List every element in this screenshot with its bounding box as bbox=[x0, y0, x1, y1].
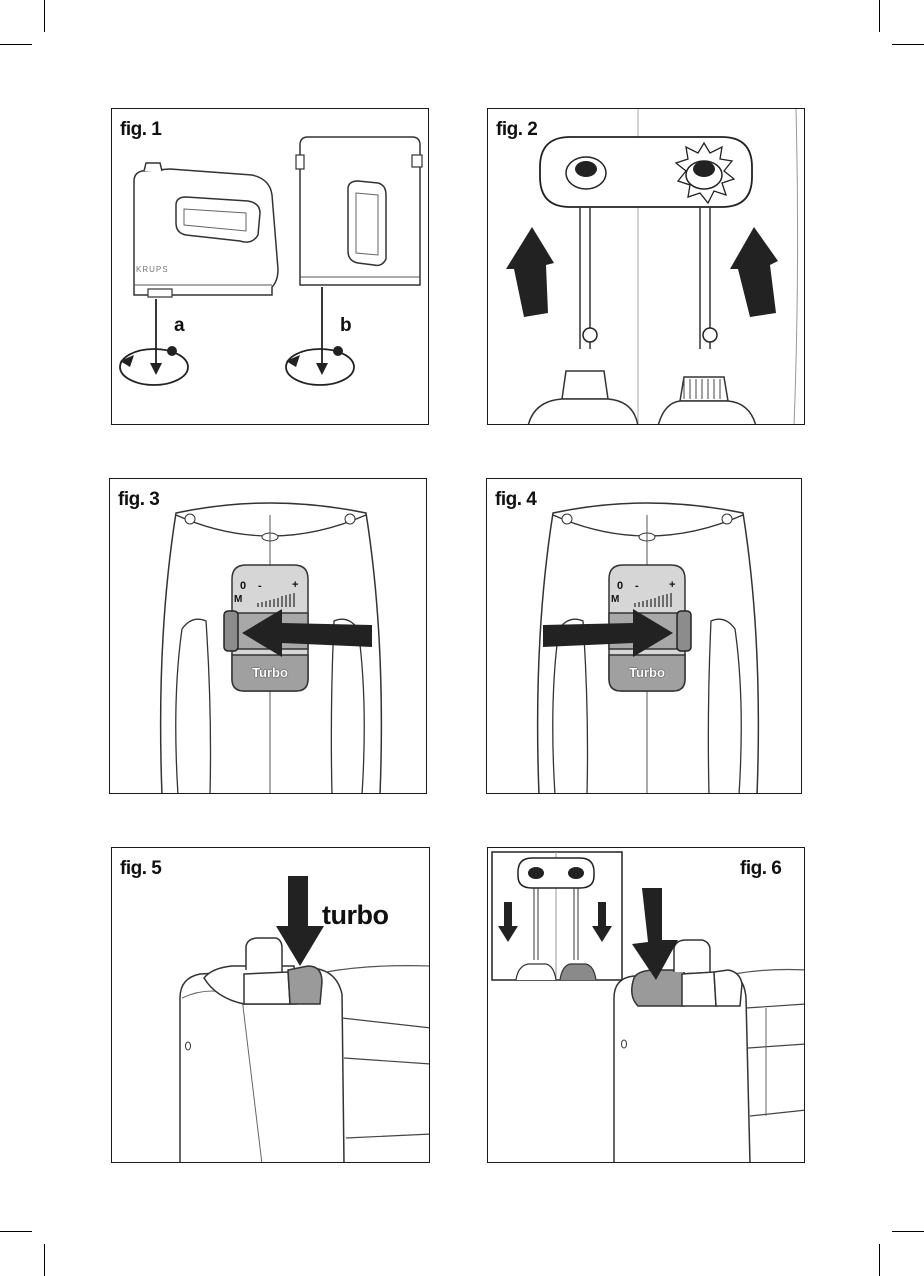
figure-label: fig. 4 bbox=[495, 489, 536, 511]
beater-release-illustration bbox=[488, 848, 805, 1163]
figure-label: fig. 5 bbox=[120, 858, 161, 880]
crop-mark bbox=[44, 1244, 45, 1276]
figure-label: fig. 6 bbox=[740, 858, 781, 880]
dial-mark-m: M bbox=[234, 594, 242, 605]
dial-mark-minus: - bbox=[635, 580, 639, 592]
crop-mark bbox=[879, 1244, 880, 1276]
dial-mark-0: 0 bbox=[617, 580, 623, 592]
turbo-button-label: Turbo bbox=[609, 665, 685, 680]
figure-5: fig. 5 turbo bbox=[111, 847, 430, 1163]
figure-label: fig. 3 bbox=[118, 489, 159, 511]
figure-6: fig. 6 bbox=[487, 847, 805, 1163]
crop-mark bbox=[879, 0, 880, 32]
dial-mark-m: M bbox=[611, 594, 619, 605]
dial-mark-minus: - bbox=[258, 580, 262, 592]
turbo-caption: turbo bbox=[322, 900, 388, 931]
crop-mark bbox=[44, 0, 45, 32]
brand-logo: KRUPS bbox=[136, 265, 169, 274]
beater-insertion-illustration bbox=[488, 109, 805, 425]
figure-label: fig. 2 bbox=[496, 119, 537, 141]
figure-label: fig. 1 bbox=[120, 119, 161, 141]
figure-3: fig. 3 0 - + M Turbo bbox=[109, 478, 427, 794]
speed-dial-illustration bbox=[487, 479, 802, 794]
turbo-press-illustration bbox=[112, 848, 430, 1163]
figure-1: fig. 1 KRUPS a b bbox=[111, 108, 429, 425]
crop-mark bbox=[892, 1231, 924, 1232]
figure-4: fig. 4 0 - + M Turbo bbox=[486, 478, 802, 794]
dial-mark-plus: + bbox=[292, 579, 298, 591]
direction-label-b: b bbox=[340, 315, 352, 337]
speed-dial-illustration bbox=[110, 479, 427, 794]
turbo-button-label: Turbo bbox=[232, 665, 308, 680]
crop-mark bbox=[0, 1231, 32, 1232]
crop-mark bbox=[892, 44, 924, 45]
dial-mark-plus: + bbox=[669, 579, 675, 591]
direction-label-a: a bbox=[174, 315, 185, 337]
figure-2: fig. 2 bbox=[487, 108, 805, 425]
crop-mark bbox=[0, 44, 32, 45]
dial-mark-0: 0 bbox=[240, 580, 246, 592]
